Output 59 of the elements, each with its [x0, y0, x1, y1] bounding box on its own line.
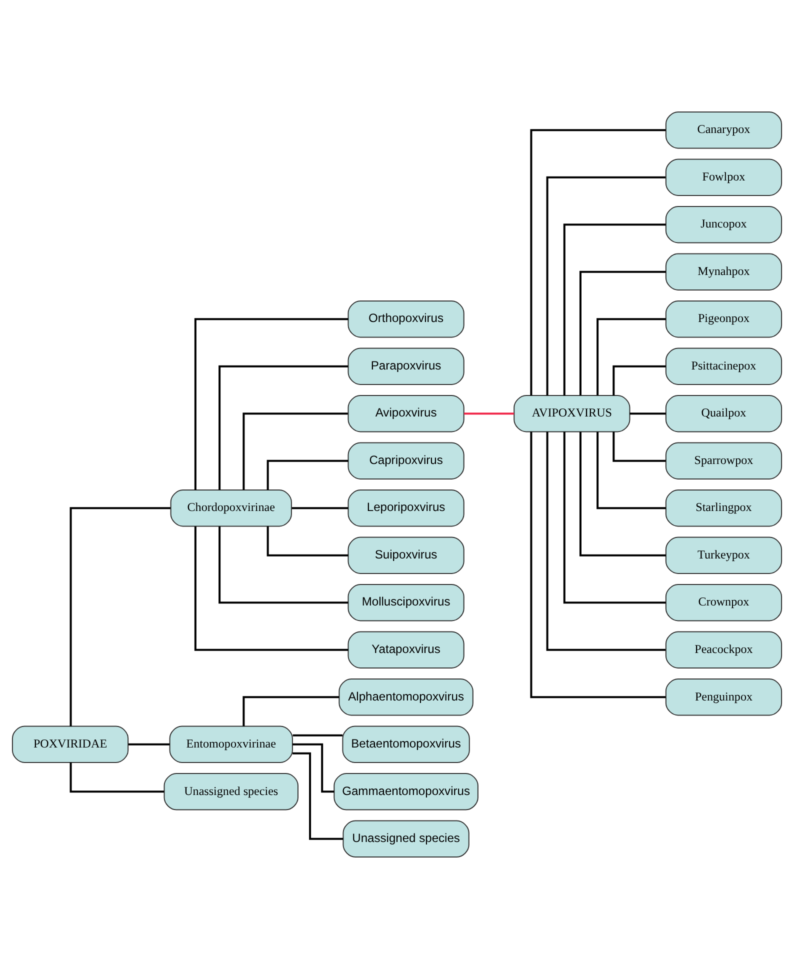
- connector: [579, 432, 666, 556]
- connector: [464, 412, 514, 415]
- node-box: Suipoxvirus: [348, 536, 464, 574]
- node-box: Juncopox: [665, 206, 782, 244]
- connector: [194, 318, 348, 490]
- connector: [70, 762, 164, 793]
- node-box: Alphaentomopoxvirus: [338, 678, 474, 716]
- node-box: Sparrowpox: [665, 442, 782, 480]
- connector: [530, 432, 666, 698]
- connector: [218, 526, 348, 604]
- connector: [546, 176, 666, 396]
- connector: [596, 432, 666, 510]
- connector: [563, 432, 666, 604]
- connector: [242, 412, 348, 490]
- node-box: POXVIRIDAE: [12, 726, 129, 763]
- connector: [128, 743, 170, 746]
- node-box: Mynahpox: [665, 253, 782, 290]
- connector: [292, 752, 344, 840]
- node-box: Avipoxvirus: [348, 395, 464, 432]
- node-box: Peacockpox: [665, 631, 782, 668]
- node-box: Leporipoxvirus: [348, 490, 464, 527]
- connector: [612, 432, 666, 462]
- node-box: Yatapoxvirus: [348, 631, 464, 668]
- node-box: Capripoxvirus: [348, 442, 464, 480]
- node-box: Crownpox: [665, 584, 782, 622]
- node-box: Canarypox: [665, 112, 782, 149]
- connector: [218, 365, 348, 490]
- node-box: Gammaentomopoxvirus: [334, 773, 478, 810]
- connector: [630, 412, 666, 415]
- node-box: Parapoxvirus: [348, 348, 464, 385]
- node-box: Pigeonpox: [665, 300, 782, 338]
- connector: [266, 526, 348, 556]
- connector: [546, 432, 666, 651]
- connector: [563, 224, 666, 396]
- node-box: AVIPOXVIRUS: [514, 395, 630, 432]
- node-box: Unassigned species: [342, 820, 470, 858]
- connector: [612, 365, 666, 396]
- node-box: Turkeypox: [665, 536, 782, 574]
- connector: [292, 743, 334, 793]
- connector: [70, 507, 170, 726]
- connector: [596, 318, 666, 396]
- connector: [242, 696, 340, 726]
- node-box: Molluscipoxvirus: [348, 584, 464, 622]
- connector: [292, 507, 348, 510]
- node-box: Chordopoxvirinae: [170, 490, 292, 527]
- node-box: Starlingpox: [665, 490, 782, 527]
- node-box: Quailpox: [665, 395, 782, 432]
- node-box: Orthopoxvirus: [348, 300, 464, 338]
- node-box: Betaentomopoxvirus: [342, 726, 470, 763]
- node-box: Penguinpox: [665, 678, 782, 716]
- connector: [194, 526, 348, 651]
- connector: [266, 460, 348, 490]
- node-box: Fowlpox: [665, 158, 782, 196]
- node-box: Entomopoxvirinae: [169, 726, 293, 763]
- connector: [530, 129, 666, 396]
- node-box: Unassigned species: [164, 773, 298, 810]
- node-box: Psittacinepox: [665, 348, 782, 385]
- connector: [579, 270, 666, 396]
- connector: [292, 734, 343, 736]
